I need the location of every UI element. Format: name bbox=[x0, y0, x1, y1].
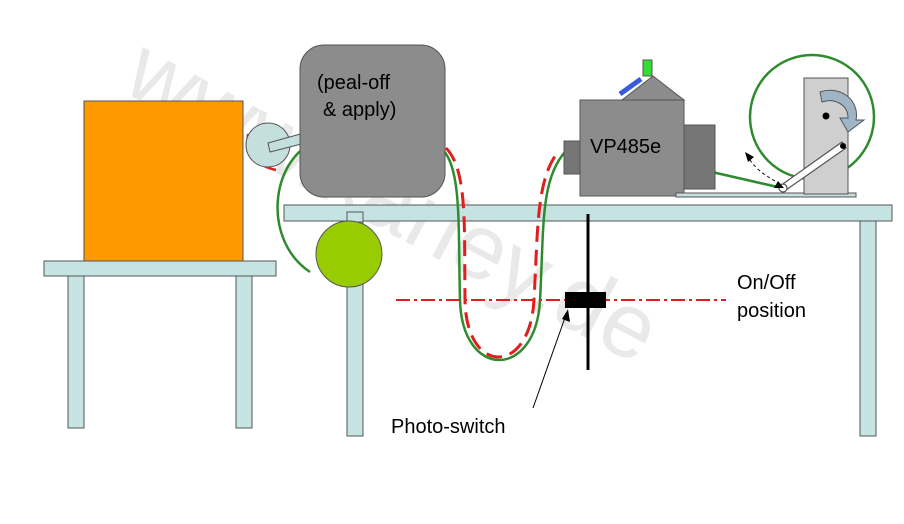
rewind-direction-arrow bbox=[819, 89, 866, 133]
liner-main-loop bbox=[444, 146, 560, 359]
product-box bbox=[83, 100, 244, 262]
rewinder bbox=[745, 53, 876, 195]
photo-switch-label: Photo-switch bbox=[391, 416, 506, 438]
photo-switch-sensor bbox=[565, 292, 606, 308]
dancer-swing-arrowhead-top bbox=[745, 152, 754, 162]
photo-switch bbox=[396, 214, 726, 409]
onoff-label-line2: position bbox=[737, 300, 806, 322]
printer-body bbox=[579, 99, 685, 197]
dancer-swing-arrowhead-bottom bbox=[774, 181, 784, 188]
dancer-pivot bbox=[840, 143, 846, 149]
rewinder-base bbox=[675, 192, 857, 198]
left-table-leg-left bbox=[67, 275, 85, 429]
printer-label: VP485e bbox=[590, 136, 661, 158]
left-table bbox=[43, 260, 277, 429]
main-table-leg-right bbox=[859, 220, 877, 437]
dancer-swing-arrow bbox=[749, 159, 781, 185]
left-table-top bbox=[43, 260, 277, 277]
left-table-leg-right bbox=[235, 275, 253, 429]
printer-side-block-right bbox=[683, 124, 716, 190]
printer-side-block-left bbox=[563, 140, 583, 175]
rewinder-hub bbox=[822, 112, 830, 120]
status-led-green bbox=[642, 59, 653, 77]
supply-roll bbox=[315, 220, 383, 288]
applicator-label-line2: & apply) bbox=[323, 99, 396, 121]
applicator-label-line1: (peal-off bbox=[317, 72, 390, 94]
printer: VP485e bbox=[563, 59, 716, 197]
applicator-box bbox=[299, 44, 446, 198]
web-main-loop bbox=[442, 149, 566, 362]
web-to-rewinder bbox=[711, 170, 783, 190]
printer-lid bbox=[620, 75, 686, 101]
main-table bbox=[283, 204, 893, 437]
photo-switch-pointer bbox=[532, 311, 568, 409]
main-table-bracket bbox=[346, 211, 364, 223]
photo-switch-pointer-head bbox=[562, 309, 570, 322]
status-led-blue bbox=[618, 76, 643, 97]
onoff-label-line1: On/Off bbox=[737, 272, 796, 294]
